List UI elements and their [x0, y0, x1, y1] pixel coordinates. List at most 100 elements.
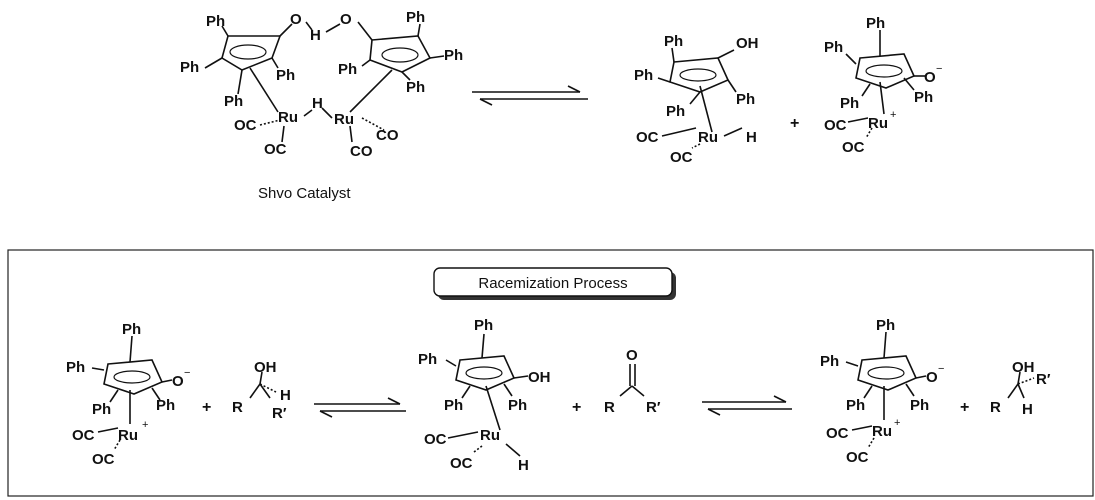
racemization-title-box: Racemization Process [433, 267, 676, 300]
wedge-co-right-down [349, 125, 353, 143]
label-h-hydride: H [312, 95, 323, 112]
label-h-bridge: H [310, 27, 321, 44]
label-ru: Ru [118, 427, 138, 444]
label-ph: Ph [474, 317, 493, 334]
racemization-panel [7, 249, 1094, 497]
charge-minus: − [936, 63, 942, 75]
label-ru: Ru [698, 129, 718, 146]
label-r: R [232, 399, 243, 416]
dienone-complex-top: Ph O − Ph Ph Ph Ru + OC OC [824, 15, 942, 156]
charge-plus: + [894, 417, 900, 429]
bond-cp-ru-left [249, 67, 279, 113]
dienone-complex-left: Ph O − Ph Ph Ph Ru + OC OC [66, 321, 190, 468]
label-oc: OC [846, 449, 869, 466]
label-oh: OH [1012, 359, 1035, 376]
hash-bond-oc-left [259, 119, 281, 126]
bond-ru-h-left [303, 109, 313, 117]
label-o: O [926, 369, 938, 386]
bond-ph-left-right [271, 57, 279, 69]
dienone-complex-right: Ph O − Ph Ph Ph Ru + OC OC [820, 317, 944, 466]
label-o: O [172, 373, 184, 390]
bond-ph-left-bottom [237, 69, 243, 95]
hydride-complex-top: Ph OH Ph Ph Ph Ru H OC OC [634, 33, 759, 166]
cp-ring-left [221, 35, 282, 71]
label-ph: Ph [914, 89, 933, 106]
label-oc: OC [72, 427, 95, 444]
label-r-prime: R′ [1036, 371, 1051, 388]
label-o: O [626, 347, 638, 364]
label-oh: OH [254, 359, 277, 376]
label-oc: OC [824, 117, 847, 134]
bond-ph-left-top [221, 25, 229, 37]
label-ph: Ph [910, 397, 929, 414]
bond-c-o-left [279, 23, 293, 37]
label-oc: OC [424, 431, 447, 448]
label-ph: Ph [444, 47, 463, 64]
label-ph: Ph [664, 33, 683, 50]
label-o: O [340, 11, 352, 28]
bond-o-h-left [305, 21, 313, 31]
plus-sign: + [960, 399, 969, 416]
label-ph: Ph [122, 321, 141, 338]
label-oh: OH [736, 35, 759, 52]
label-ru: Ru [480, 427, 500, 444]
label-ph: Ph [418, 351, 437, 368]
label-ph: Ph [866, 15, 885, 32]
label-co: CO [350, 143, 373, 160]
label-ru: Ru [334, 111, 354, 128]
bond-ph-right-bottom [401, 71, 411, 81]
label-ph: Ph [224, 93, 243, 110]
plus-sign: + [572, 399, 581, 416]
label-ru: Ru [872, 423, 892, 440]
equilibrium-arrow-1 [314, 397, 406, 418]
label-oc: OC [826, 425, 849, 442]
label-oc: OC [636, 129, 659, 146]
bond-ph-right-right [429, 55, 445, 59]
label-ph: Ph [736, 91, 755, 108]
label-ph: Ph [824, 39, 843, 56]
label-ph: Ph [820, 353, 839, 370]
label-ph: Ph [840, 95, 859, 112]
charge-minus: − [938, 363, 944, 375]
label-ru: Ru [868, 115, 888, 132]
bond-h-ru-right [321, 107, 333, 119]
label-r-prime: R′ [272, 405, 287, 422]
label-r: R [990, 399, 1001, 416]
caption-shvo-catalyst: Shvo Catalyst [258, 185, 351, 202]
label-h: H [746, 129, 757, 146]
label-ph: Ph [156, 397, 175, 414]
label-ph: Ph [846, 397, 865, 414]
label-h: H [518, 457, 529, 474]
label-ph: Ph [444, 397, 463, 414]
bond-cp-ru-right [349, 69, 393, 113]
label-ph: Ph [406, 79, 425, 96]
charge-plus: + [142, 419, 148, 431]
label-ph: Ph [634, 67, 653, 84]
wedge-oc-left-down [281, 125, 285, 143]
plus-sign: + [790, 115, 799, 132]
label-h: H [280, 387, 291, 404]
bond-ph-right-left [361, 59, 371, 67]
label-oc: OC [264, 141, 287, 158]
label-co: CO [376, 127, 399, 144]
label-ph: Ph [508, 397, 527, 414]
equilibrium-arrow-2 [702, 395, 792, 416]
label-ph: Ph [66, 359, 85, 376]
label-ph: Ph [276, 67, 295, 84]
hydride-complex-middle: Ph OH Ph Ph Ph Ru H OC OC [418, 317, 551, 474]
label-oc: OC [842, 139, 865, 156]
bond-ph-left-mid [204, 57, 223, 69]
cp-ring-right [369, 35, 432, 73]
shvo-catalyst-dimer: Ph Ph Ph Ph O H O Ph Ph Ph Ph Ru H Ru OC… [180, 9, 463, 160]
label-r: R [604, 399, 615, 416]
equilibrium-arrow-top [472, 85, 588, 106]
bond-h-o-right [325, 23, 341, 33]
bond-ph-right-top [417, 23, 421, 37]
plus-sign: + [202, 399, 211, 416]
charge-plus: + [890, 109, 896, 121]
label-r-prime: R′ [646, 399, 661, 416]
label-ph: Ph [338, 61, 357, 78]
label-oc: OC [234, 117, 257, 134]
label-oc: OC [92, 451, 115, 468]
